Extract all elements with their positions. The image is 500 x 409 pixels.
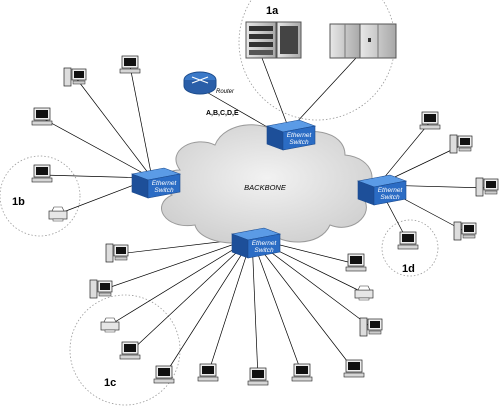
router-link-label: A,B,C,D,E (206, 110, 239, 117)
switch-label: Switch (289, 139, 309, 146)
group-label-1c: 1c (104, 377, 116, 389)
switch-label: Switch (254, 247, 274, 254)
router: Router A,B,C,D,E (183, 71, 239, 117)
computer-icon (31, 107, 53, 126)
group-labels: 1a 1b 1c 1d (12, 5, 415, 389)
computer-icon (247, 367, 269, 386)
group-label-1d: 1d (402, 263, 415, 275)
backbone-label: BACKBONE (244, 183, 287, 192)
switch-label: Ethernet (252, 240, 278, 247)
group-1c-circle (69, 294, 181, 406)
group-1b-circle (0, 155, 81, 237)
switch-label: Switch (154, 187, 174, 194)
computer-icon (31, 164, 53, 183)
computer-icon (197, 363, 219, 382)
switch-label: Ethernet (378, 187, 404, 194)
printer-icon (100, 317, 120, 333)
computer-icon (449, 134, 473, 154)
group-1d-circle (381, 219, 439, 277)
computer-icon (419, 111, 441, 130)
computer-icon (453, 221, 477, 241)
group-label-1a: 1a (266, 5, 279, 17)
router-label: Router (216, 89, 235, 95)
computer-icon (345, 253, 367, 272)
computer-icon (63, 67, 87, 87)
computer-icon (119, 341, 141, 360)
printer-icon (354, 285, 374, 301)
end-devices (31, 55, 499, 386)
group-label-1b: 1b (12, 196, 25, 208)
computer-icon (291, 363, 313, 382)
computer-icon (153, 365, 175, 384)
computer-icon (397, 231, 419, 250)
backbone-cloud: BACKBONE (161, 124, 373, 244)
computer-icon (89, 279, 113, 299)
connection-lines (41, 57, 489, 379)
server-racks (245, 21, 397, 59)
printer-icon (48, 206, 68, 222)
server-rack-icon (245, 21, 302, 59)
switch-label: Ethernet (287, 132, 313, 139)
computer-icon (343, 359, 365, 378)
computer-icon (119, 55, 141, 74)
computer-icon (105, 243, 129, 263)
switch-label: Ethernet (152, 180, 178, 187)
computer-icon (475, 177, 499, 197)
switch-label: Switch (380, 194, 400, 201)
server-cabinet-icon (329, 23, 397, 59)
computer-icon (359, 317, 383, 337)
